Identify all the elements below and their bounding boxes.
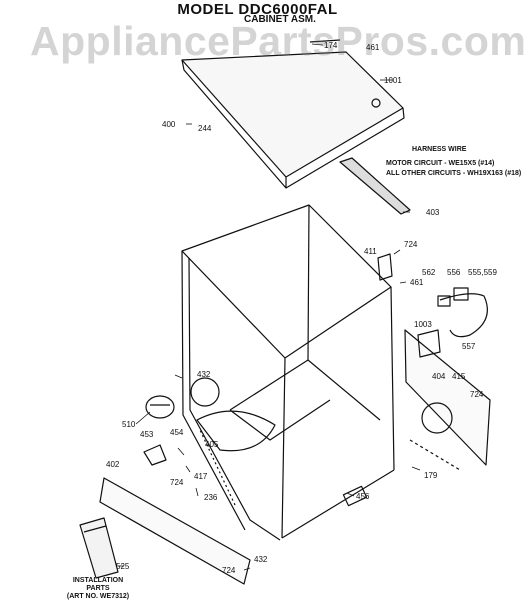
knob-453 bbox=[143, 444, 167, 466]
part-236: 236 bbox=[204, 493, 218, 502]
toe-panel bbox=[99, 477, 251, 585]
part-432-a: 432 bbox=[197, 370, 211, 379]
part-417: 417 bbox=[194, 472, 208, 481]
harness-motor-circuit: MOTOR CIRCUIT - WE15X5 (#14) bbox=[386, 160, 495, 167]
part-461: 461 bbox=[410, 278, 424, 287]
page-title: MODEL DDC6000FAL bbox=[177, 1, 338, 18]
part-724-d: 724 bbox=[222, 566, 236, 575]
part-400: 400 bbox=[162, 120, 176, 129]
control-knob bbox=[145, 395, 175, 419]
part-415: 415 bbox=[452, 372, 466, 381]
part-461-top: 461 bbox=[366, 43, 380, 52]
part-411: 411 bbox=[364, 247, 377, 256]
part-724-b: 724 bbox=[470, 390, 484, 399]
harness-strap bbox=[339, 157, 411, 215]
installation-caption: INSTALLATION PARTS (ART NO. WE7312) bbox=[66, 577, 130, 601]
terminal-block bbox=[417, 329, 441, 358]
part-510: 510 bbox=[122, 420, 136, 429]
part-556: 556 bbox=[447, 268, 461, 277]
harness-heading: HARNESS WIRE bbox=[412, 146, 467, 153]
part-405: 405 bbox=[205, 440, 219, 449]
part-454: 454 bbox=[170, 428, 184, 437]
part-562: 562 bbox=[422, 268, 436, 277]
part-724-c: 724 bbox=[170, 478, 184, 487]
installation-parts bbox=[79, 517, 119, 579]
bracket bbox=[377, 253, 393, 281]
watermark: AppliancePartsPros.com bbox=[30, 18, 526, 64]
part-525: 525 bbox=[116, 562, 130, 571]
page-subtitle: CABINET ASM. bbox=[244, 14, 316, 25]
top-cover bbox=[181, 39, 405, 189]
part-557: 557 bbox=[462, 342, 476, 351]
part-402: 402 bbox=[106, 460, 120, 469]
part-456: 456 bbox=[356, 492, 370, 501]
cabinet-exploded-diagram bbox=[79, 39, 491, 585]
installation-line-1: INSTALLATION bbox=[72, 577, 124, 584]
cabinet-body bbox=[181, 204, 395, 541]
back-panel bbox=[404, 329, 491, 471]
part-174: 174 bbox=[324, 41, 338, 50]
installation-line-3: (ART NO. WE7312) bbox=[66, 593, 130, 600]
part-555-559: 555,559 bbox=[468, 268, 497, 277]
part-724-a: 724 bbox=[404, 240, 418, 249]
installation-line-2: PARTS bbox=[86, 585, 110, 592]
part-244: 244 bbox=[198, 124, 212, 133]
leader-lines bbox=[118, 43, 421, 571]
part-1001: 1001 bbox=[384, 76, 402, 85]
part-179: 179 bbox=[424, 471, 438, 480]
wiring-harness bbox=[437, 287, 488, 338]
part-403: 403 bbox=[426, 208, 440, 217]
part-432-b: 432 bbox=[254, 555, 268, 564]
part-404: 404 bbox=[432, 372, 446, 381]
part-1003: 1003 bbox=[414, 320, 432, 329]
part-453: 453 bbox=[140, 430, 154, 439]
harness-other-circuits: ALL OTHER CIRCUITS - WH19X163 (#18) bbox=[386, 170, 522, 177]
